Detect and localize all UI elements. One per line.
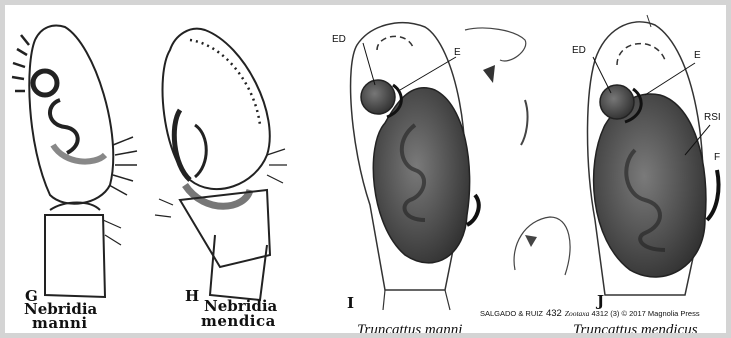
- annotation-ed-j: ED: [572, 45, 586, 56]
- caption-truncattus-mendicus: Truncattus mendicus: [573, 322, 698, 338]
- annotation-rsi-j: RSI: [704, 112, 721, 123]
- credit-authors: SALGADO & RUIZ: [480, 309, 543, 318]
- annotation-ed-i: ED: [332, 34, 346, 45]
- species-label-h: mendica: [201, 314, 276, 329]
- species-label-g: manni: [32, 316, 88, 331]
- credit-page: 432: [546, 308, 562, 319]
- annotation-f-j: F: [714, 152, 720, 163]
- illustration-canvas: [5, 5, 731, 338]
- panel-letter-j: J: [597, 294, 604, 309]
- panel-letter-h: H: [185, 289, 199, 304]
- credit-journal: Zootaxa: [565, 309, 590, 318]
- palp-drawing-g: [12, 26, 137, 297]
- panel-letter-i: I: [347, 296, 354, 311]
- credit-volume: 4312 (3): [591, 309, 619, 318]
- palp-drawing-i: [351, 23, 570, 310]
- palp-drawing-h: [155, 29, 287, 300]
- annotation-e-j: E: [694, 50, 701, 61]
- annotation-e-i: E: [454, 47, 461, 58]
- caption-truncattus-manni: Truncattus manni: [357, 322, 462, 338]
- credit-copyright: © 2017 Magnolia Press: [622, 309, 700, 318]
